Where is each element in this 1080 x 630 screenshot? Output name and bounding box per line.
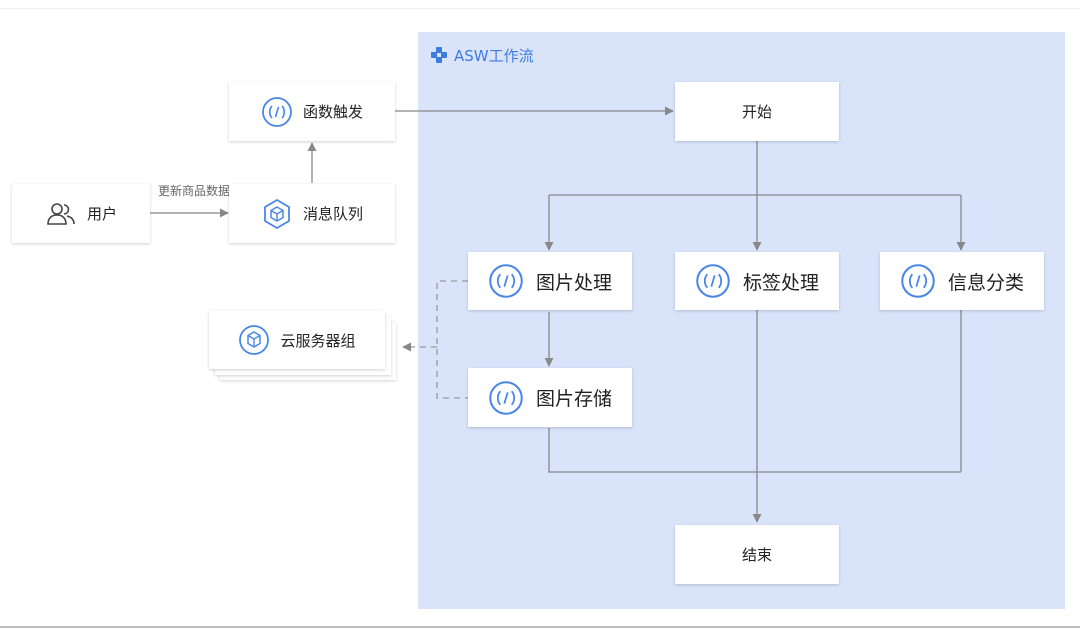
users-icon	[47, 202, 75, 225]
function-icon	[262, 96, 292, 127]
node-user-label: 用户	[86, 205, 117, 223]
node-message-queue[interactable]: 消息队列	[229, 184, 395, 243]
node-image-process-label: 图片处理	[535, 271, 612, 294]
node-tag-process-label: 标签处理	[742, 271, 819, 294]
edge-label-update-goods: 更新商品数据	[158, 184, 231, 198]
node-image-process[interactable]: 图片处理	[468, 252, 632, 310]
node-start-label: 开始	[741, 103, 772, 121]
node-image-store[interactable]: 图片存储	[468, 368, 632, 427]
node-info-classify-label: 信息分类	[947, 271, 1024, 294]
region-title-text: ASW工作流	[454, 46, 534, 65]
node-tag-process[interactable]: 标签处理	[675, 252, 839, 310]
node-user[interactable]: 用户	[12, 184, 150, 243]
node-start[interactable]: 开始	[675, 82, 839, 141]
function-icon	[489, 380, 523, 415]
bottom-divider	[0, 626, 1080, 628]
message-queue-icon	[264, 198, 290, 229]
node-end[interactable]: 结束	[675, 525, 839, 584]
workflow-icon	[431, 47, 447, 63]
node-image-store-label: 图片存储	[535, 388, 612, 410]
server-group-icon	[239, 325, 270, 355]
node-server-group[interactable]: 云服务器组	[209, 311, 385, 369]
function-icon	[489, 264, 523, 298]
node-info-classify[interactable]: 信息分类	[880, 252, 1044, 310]
node-function-trigger[interactable]: 函数触发	[229, 82, 395, 141]
function-icon	[901, 264, 935, 298]
node-function-trigger-label: 函数触发	[302, 103, 363, 121]
top-divider	[0, 8, 1080, 9]
node-server-group-label: 云服务器组	[280, 331, 356, 350]
function-icon	[696, 264, 730, 298]
node-end-label: 结束	[741, 546, 772, 564]
node-message-queue-label: 消息队列	[302, 205, 363, 223]
region-title: ASW工作流	[430, 44, 534, 66]
